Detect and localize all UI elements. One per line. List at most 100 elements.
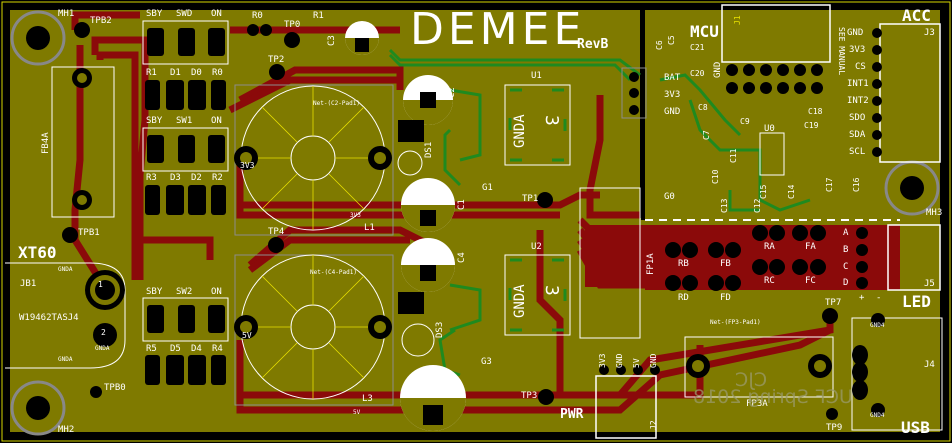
l1-pin2-net: 3V3 bbox=[240, 161, 255, 170]
l1-net-label: Net-(C2-Pad1) bbox=[313, 100, 360, 107]
ref-c13: C13 bbox=[720, 198, 729, 213]
acc-pin-5: SDO bbox=[849, 113, 866, 123]
ref-g0: G0 bbox=[664, 192, 675, 202]
pwr-pin-1: GND bbox=[615, 353, 624, 368]
ref-tpb2: TPB2 bbox=[90, 16, 112, 26]
l3-net-label: Net-(C4-Pad1) bbox=[310, 269, 357, 276]
sw-block-2-led-1: D2 bbox=[191, 173, 202, 183]
acc-pin-3: INT1 bbox=[847, 79, 869, 89]
capacitor-c2 bbox=[403, 75, 453, 125]
u2-pad-label: GNDA bbox=[512, 284, 528, 318]
led-fet-fc: FC bbox=[805, 276, 816, 286]
j2-pwr-connector bbox=[595, 375, 657, 439]
sw-block-2-label-0: SBY bbox=[146, 116, 163, 126]
fb4a-outline bbox=[51, 66, 115, 218]
led-res-rc: RC bbox=[764, 276, 775, 286]
ref-tp9: TP9 bbox=[826, 423, 843, 433]
ref-mh2: MH2 bbox=[58, 425, 75, 435]
ref-j2: J2 bbox=[649, 420, 658, 430]
led-res-rd: RD bbox=[678, 293, 689, 303]
ds3-pad bbox=[398, 292, 424, 314]
ref-j1: J1 bbox=[733, 15, 742, 25]
switch-block-sw2 bbox=[142, 297, 229, 342]
ref-jb1: JB1 bbox=[20, 279, 37, 289]
ref-c9: C9 bbox=[740, 117, 750, 126]
l3-pin2-net: 5V bbox=[242, 331, 252, 340]
ref-c20: C20 bbox=[690, 69, 705, 78]
ref-c16: C16 bbox=[852, 177, 861, 192]
mounting-hole-mh2 bbox=[10, 380, 66, 436]
led-pin-d: D bbox=[843, 278, 849, 288]
ref-j4: J4 bbox=[924, 360, 935, 370]
board-title: DEMEE bbox=[410, 4, 586, 55]
ref-ds3: DS3 bbox=[435, 321, 445, 338]
ref-ds1: DS1 bbox=[424, 141, 434, 158]
inductor-l1 bbox=[234, 84, 394, 236]
regulator-u1 bbox=[504, 84, 571, 166]
ref-tpb0: TPB0 bbox=[104, 383, 126, 393]
pwr-pin-2: 5V bbox=[632, 358, 641, 368]
ref-j3: J3 bbox=[924, 28, 935, 38]
ref-tp4: TP4 bbox=[268, 227, 285, 237]
sw-block-1-res-1: R0 bbox=[212, 68, 223, 78]
section-label-led: LED bbox=[902, 292, 931, 311]
ref-c21: C21 bbox=[690, 43, 705, 52]
ref-tp1: TP1 bbox=[522, 194, 539, 204]
ref-g1: G1 bbox=[482, 183, 493, 193]
switch-block-sw1 bbox=[142, 127, 229, 172]
mcu-pin-gnd: GND bbox=[664, 107, 681, 117]
ref-g3: G3 bbox=[481, 357, 492, 367]
ref-mh1: MH1 bbox=[58, 9, 75, 19]
sw-block-1-label-0: SBY bbox=[146, 9, 163, 19]
sw-block-3-led-1: D4 bbox=[191, 344, 202, 354]
acc-pin-1: 3V3 bbox=[849, 45, 866, 55]
ref-u0: U0 bbox=[764, 124, 775, 134]
ref-c8: C8 bbox=[698, 103, 708, 112]
sw-block-3-res-0: R5 bbox=[146, 344, 157, 354]
mounting-hole-mh3 bbox=[884, 160, 940, 216]
ref-c18: C18 bbox=[808, 107, 823, 116]
mcu-power-header bbox=[621, 67, 647, 119]
jb1-value: W19462TASJ4 bbox=[19, 313, 79, 323]
section-label-xt60: XT60 bbox=[18, 243, 57, 262]
led-pin-a: A bbox=[843, 228, 849, 238]
ref-fp1a: FP1A bbox=[646, 253, 656, 275]
sw-block-1-led-1: D0 bbox=[191, 68, 202, 78]
ref-c14: C14 bbox=[787, 184, 796, 199]
mounting-hole-mh1 bbox=[10, 10, 66, 66]
sw-block-1-led-0: D1 bbox=[170, 68, 181, 78]
ref-u1: U1 bbox=[531, 71, 542, 81]
sw-block-2-label-2: ON bbox=[211, 116, 222, 126]
led-polarity-minus: - bbox=[876, 293, 882, 303]
mcu-chip-u0 bbox=[759, 132, 785, 176]
sw-block-3-label-0: SBY bbox=[146, 287, 163, 297]
sw-block-1-label-1: SWD bbox=[176, 9, 193, 19]
j4-usb-connector bbox=[851, 317, 943, 431]
ref-fb4a: FB4A bbox=[41, 132, 51, 154]
j1-pins bbox=[726, 64, 823, 94]
ds1-pad bbox=[398, 120, 424, 142]
sw-block-3-led-0: D5 bbox=[170, 344, 181, 354]
sw-block-1-label-2: ON bbox=[211, 9, 222, 19]
led-fet-fa: FA bbox=[805, 242, 816, 252]
back-silk-line2: UCF Spring 2018 bbox=[693, 386, 853, 408]
led-pin-b: B bbox=[843, 245, 849, 255]
sw-block-3-label-1: SW2 bbox=[176, 287, 193, 297]
led-res-rb: RB bbox=[678, 259, 689, 269]
sw-block-1-res-0: R1 bbox=[146, 68, 157, 78]
acc-pin-7: SCL bbox=[849, 147, 866, 157]
ref-r1: R1 bbox=[313, 11, 324, 21]
u1-pad-number: 3 bbox=[541, 115, 562, 126]
ref-tp7: TP7 bbox=[825, 298, 842, 308]
acc-pin-2: CS bbox=[855, 62, 866, 72]
test-points bbox=[62, 22, 838, 420]
mcu-pin-bat: BAT bbox=[664, 73, 681, 83]
ref-r0: R0 bbox=[252, 11, 263, 21]
mcu-pin-3v3: 3V3 bbox=[664, 90, 681, 100]
section-label-usb: USB bbox=[901, 418, 930, 437]
pwr-pin-3: GND bbox=[649, 353, 658, 368]
capacitor-c1 bbox=[401, 178, 455, 232]
ref-tpb1: TPB1 bbox=[78, 228, 100, 238]
